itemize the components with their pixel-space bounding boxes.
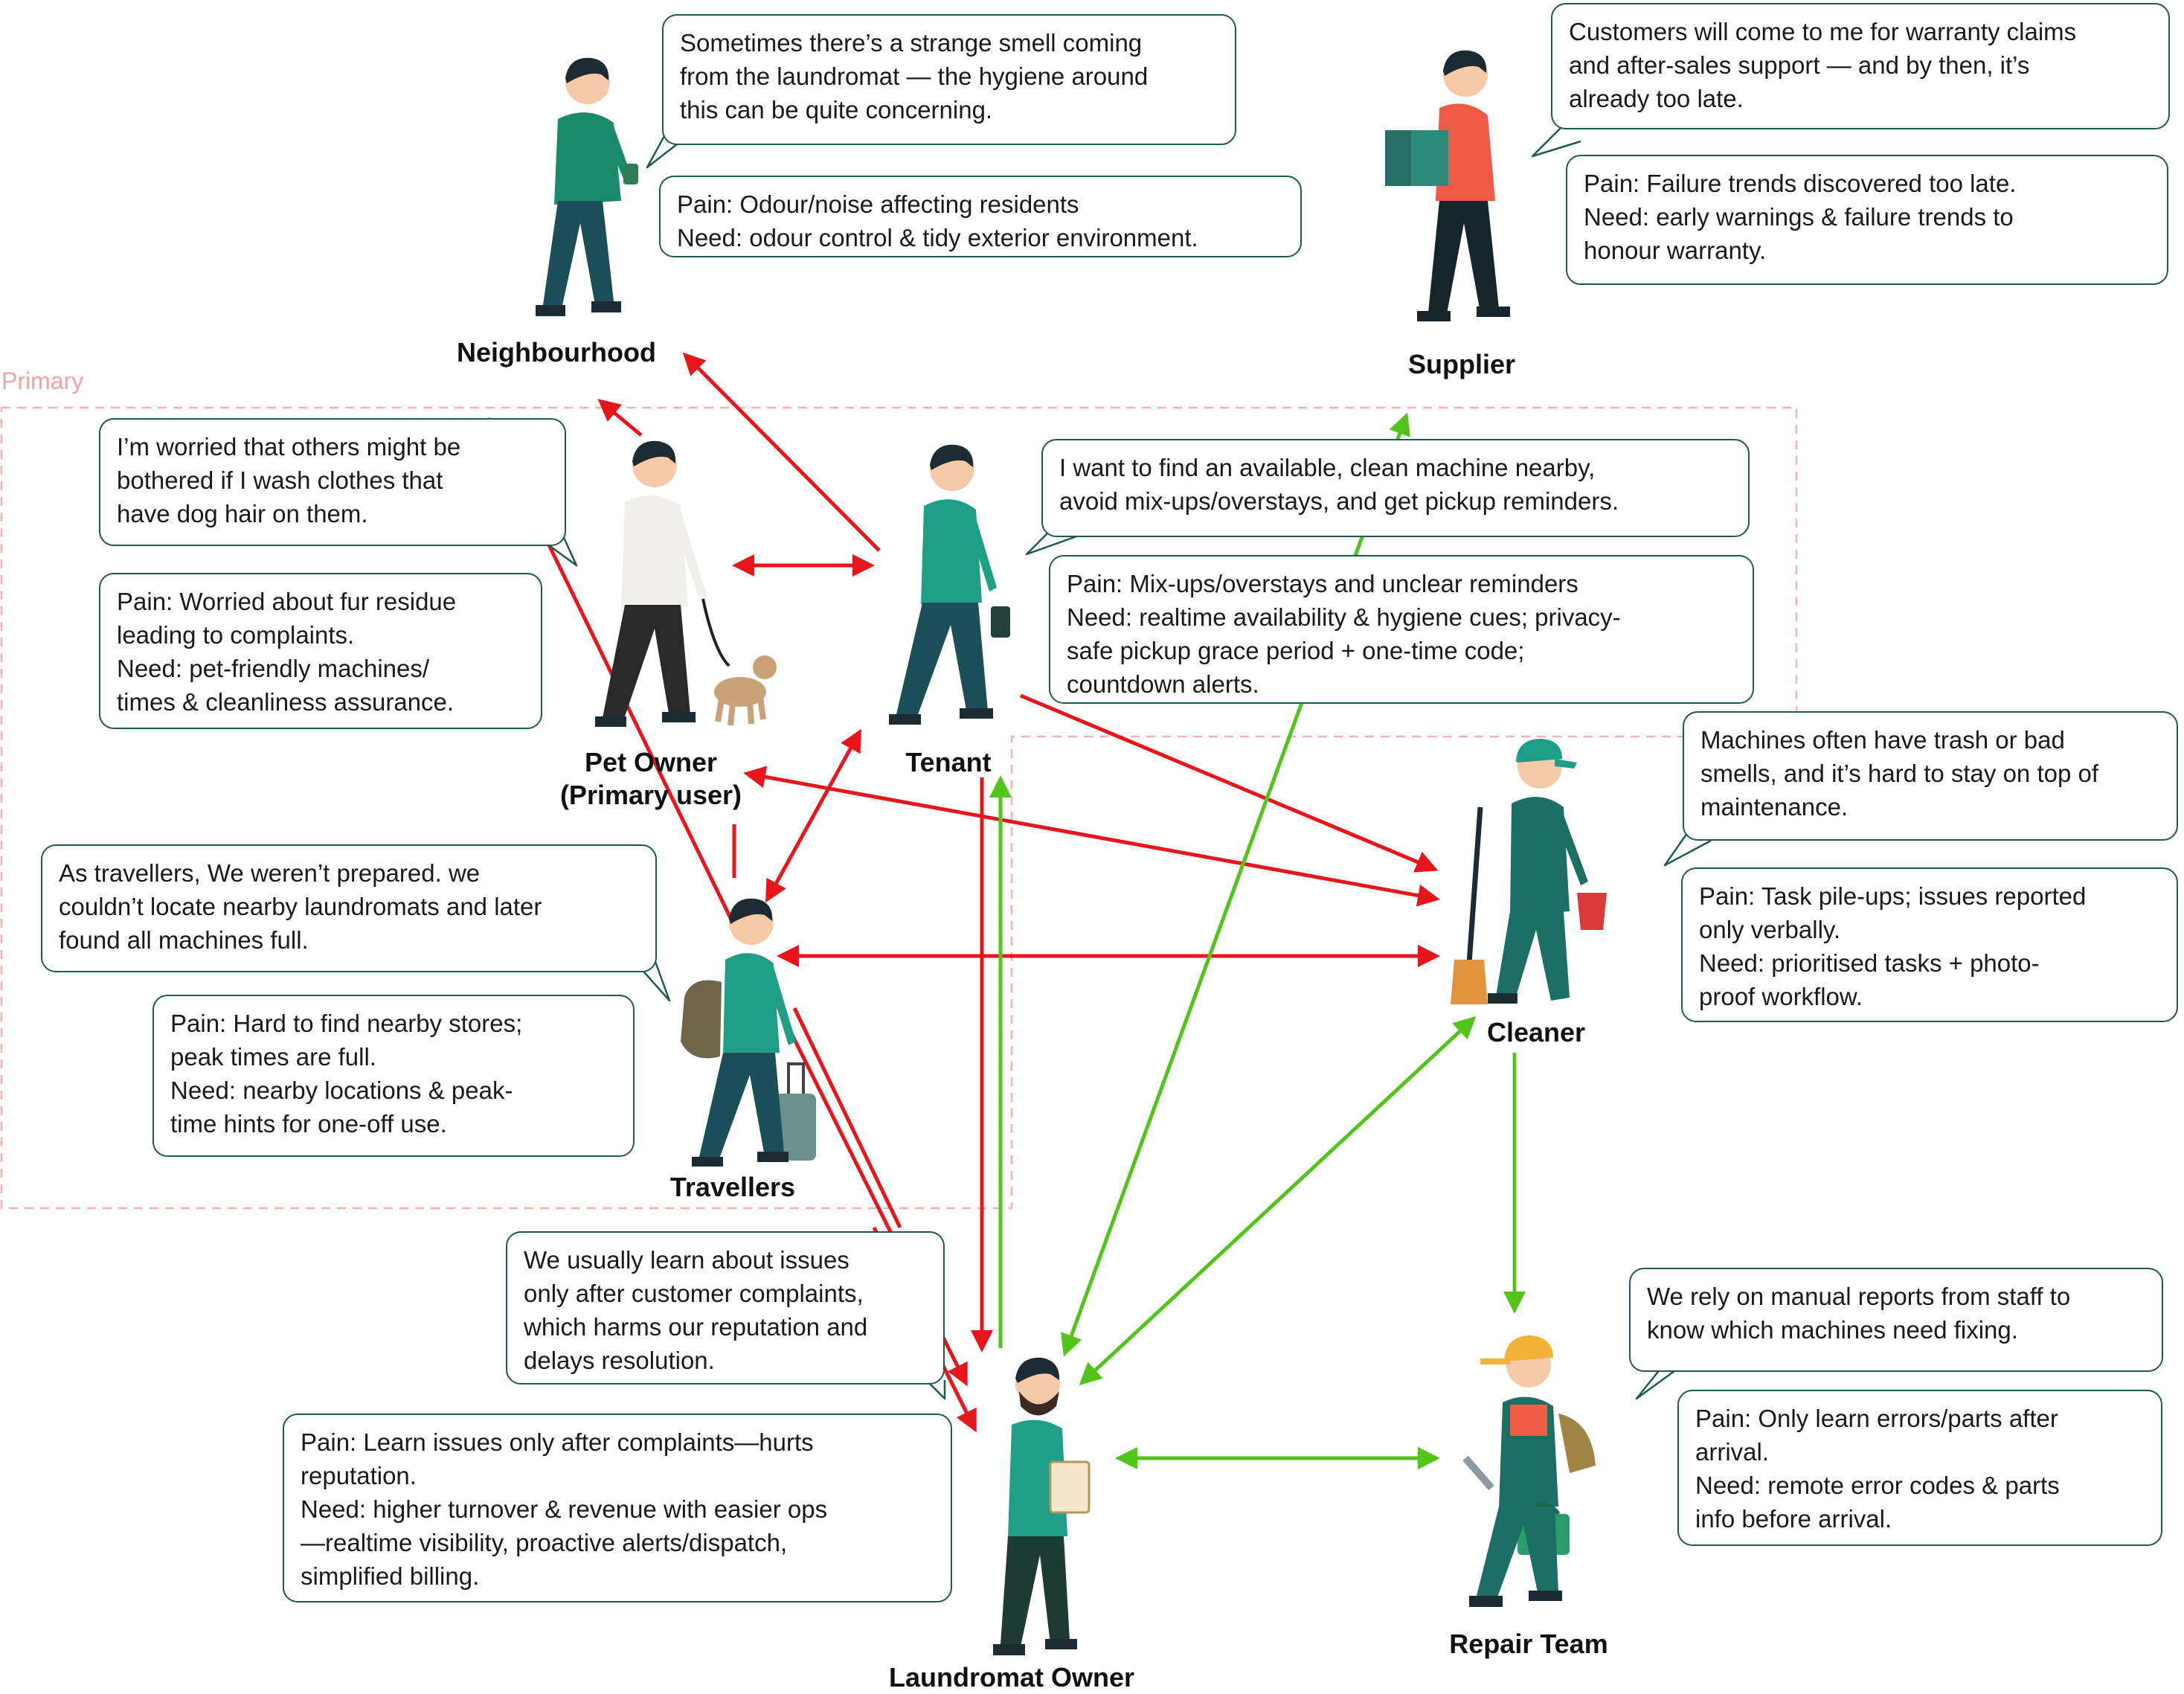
arrow-cleaner-owner <box>1079 1016 1477 1386</box>
quote-line: this can be quite concerning. <box>680 96 993 123</box>
quote-line: know which machines need fixing. <box>1647 1316 2018 1344</box>
tenant-pain-need: Pain: Mix-ups/overstays and unclear remi… <box>1049 555 1754 704</box>
pet-owner-pain-need: Pain: Worried about fur residue leading … <box>99 573 542 729</box>
cleaner-pain-need: Pain: Task pile-ups; issues reported onl… <box>1681 867 2178 1022</box>
pet-owner-label-line2: (Primary user) <box>559 780 742 810</box>
quote-line: I’m worried that others might be <box>117 433 461 461</box>
need-line: Need: pet-friendly machines/ <box>117 655 430 682</box>
tenant-label: Tenant <box>905 747 992 777</box>
neighbourhood-quote: Sometimes there’s a strange smell coming… <box>662 14 1236 145</box>
need-line: Need: odour control & tidy exterior envi… <box>677 224 1198 251</box>
quote-line: I want to find an available, clean machi… <box>1059 454 1596 481</box>
neighbourhood-pain-need: Pain: Odour/noise affecting residents Ne… <box>659 176 1302 257</box>
pet-owner-label-line1: Pet Owner <box>584 747 718 777</box>
cleaner-label: Cleaner <box>1486 1017 1586 1047</box>
quote-line: We rely on manual reports from staff to <box>1647 1283 2071 1310</box>
supplier-quote: Customers will come to me for warranty c… <box>1551 3 2170 129</box>
pain-line: reputation. <box>301 1462 417 1489</box>
supplier-label: Supplier <box>1407 349 1516 379</box>
pain-line: Pain: Worried about fur residue <box>117 588 457 615</box>
need-line: safe pickup grace period + one-time code… <box>1067 637 1525 664</box>
line-travellers-owner-2 <box>792 1007 902 1229</box>
travellers-label: Travellers <box>669 1172 796 1202</box>
quote-line: already too late. <box>1569 85 1744 112</box>
quote-line: and after-sales support — and by then, i… <box>1569 51 2030 79</box>
quote-line: maintenance. <box>1700 793 1849 821</box>
owner-with-clipboard-icon <box>993 1357 1091 1655</box>
quote-line: couldn’t locate nearby laundromats and l… <box>59 893 542 920</box>
need-line: Need: nearby locations & peak- <box>170 1077 513 1104</box>
arrow-tenant-neighbourhood <box>682 352 881 552</box>
need-line: Need: realtime availability & hygiene cu… <box>1067 603 1621 631</box>
person-with-suitcase-icon <box>681 898 816 1167</box>
quote-line: have dog hair on them. <box>117 500 368 527</box>
quote-line: smells, and it’s hard to stay on top of <box>1700 760 2099 787</box>
quote-line: only after customer complaints, <box>524 1280 864 1307</box>
need-line: time hints for one-off use. <box>170 1110 447 1138</box>
pain-line: Pain: Hard to find nearby stores; <box>170 1010 523 1037</box>
pain-line: Pain: Odour/noise affecting residents <box>677 190 1079 218</box>
repairman-with-toolbox-icon <box>1462 1335 1596 1607</box>
travellers-pain-need: Pain: Hard to find nearby stores; peak t… <box>152 995 635 1157</box>
cleaner-quote: Machines often have trash or bad smells,… <box>1683 711 2178 841</box>
need-line: honour warranty. <box>1584 237 1767 264</box>
pain-line: only verbally. <box>1699 916 1841 943</box>
neighbourhood-label: Neighbourhood <box>457 337 656 368</box>
arrow-petowner-neighbourhood <box>597 399 643 437</box>
primary-group-label: Primary <box>1 368 84 394</box>
quote-line: found all machines full. <box>59 926 309 954</box>
pet-owner-quote: I’m worried that others might be bothere… <box>99 418 566 546</box>
travellers-quote: As travellers, We weren’t prepared. we c… <box>41 844 657 972</box>
laundromat-owner-quote: We usually learn about issues only after… <box>506 1231 945 1385</box>
need-line: times & cleanliness assurance. <box>117 688 455 716</box>
supplier-pain-need: Pain: Failure trends discovered too late… <box>1566 155 2168 285</box>
pain-line: Pain: Only learn errors/parts after <box>1695 1405 2058 1432</box>
laundromat-owner-pain-need: Pain: Learn issues only after complaints… <box>283 1414 952 1602</box>
need-line: Need: higher turnover & revenue with eas… <box>301 1495 828 1523</box>
arrow-tenant-travellers <box>765 728 861 903</box>
quote-line: We usually learn about issues <box>524 1246 849 1274</box>
pain-line: Pain: Mix-ups/overstays and unclear remi… <box>1067 570 1578 597</box>
need-line: countdown alerts. <box>1067 670 1259 698</box>
pain-line: Pain: Learn issues only after complaints… <box>301 1428 814 1456</box>
person-walking-dog-icon <box>595 440 777 727</box>
quote-line: As travellers, We weren’t prepared. we <box>59 859 481 887</box>
quote-line: avoid mix-ups/overstays, and get pickup … <box>1059 487 1619 515</box>
need-line: Need: early warnings & failure trends to <box>1584 203 2014 231</box>
need-line: Need: prioritised tasks + photo- <box>1699 949 2040 977</box>
repair-team-quote: We rely on manual reports from staff to … <box>1629 1268 2163 1372</box>
quote-line: Customers will come to me for warranty c… <box>1569 18 2077 45</box>
pet-owner-label: Pet Owner (Primary user) <box>539 746 762 812</box>
need-line: Need: remote error codes & parts <box>1695 1472 2060 1499</box>
pain-line: leading to complaints. <box>117 621 355 649</box>
quote-line: bothered if I wash clothes that <box>117 466 443 494</box>
repair-team-pain-need: Pain: Only learn errors/parts after arri… <box>1677 1390 2162 1546</box>
pain-line: peak times are full. <box>170 1043 376 1071</box>
cleaner-with-broom-icon <box>1451 739 1607 1004</box>
need-line: —realtime visibility, proactive alerts/d… <box>301 1529 788 1556</box>
quote-line: Sometimes there’s a strange smell coming <box>680 29 1143 57</box>
quote-line: delays resolution. <box>524 1347 715 1374</box>
pain-line: Pain: Task pile-ups; issues reported <box>1699 882 2087 910</box>
need-line: proof workflow. <box>1699 983 1863 1010</box>
quote-line: which harms our reputation and <box>524 1313 868 1341</box>
person-walking-coffee-icon <box>536 57 638 316</box>
person-walking-phone-icon <box>889 444 1010 725</box>
need-line: info before arrival. <box>1695 1505 1892 1533</box>
pain-line: arrival. <box>1695 1438 1770 1466</box>
need-line: simplified billing. <box>301 1562 480 1590</box>
quote-line: Machines often have trash or bad <box>1700 726 2065 754</box>
repair-team-label: Repair Team <box>1449 1629 1608 1659</box>
pain-line: Pain: Failure trends discovered too late… <box>1584 170 2017 197</box>
quote-line: from the laundromat — the hygiene around <box>680 62 1149 90</box>
person-carrying-box-icon <box>1385 50 1510 321</box>
tenant-quote: I want to find an available, clean machi… <box>1041 439 1750 537</box>
